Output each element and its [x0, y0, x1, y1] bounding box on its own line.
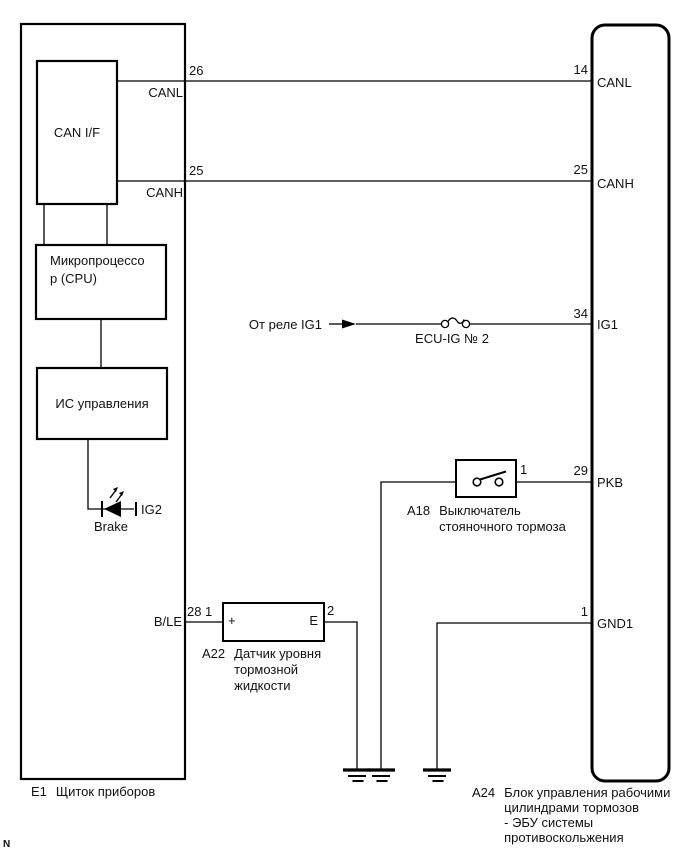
- a24-gnd1-label: GND1: [597, 616, 634, 631]
- e1-instrument-panel-box: [19, 22, 187, 781]
- a18-pin-1: 1: [520, 462, 528, 477]
- can-if-to-cpu-wires: [43, 204, 108, 245]
- a24-pin-1: 1: [580, 604, 588, 619]
- a22-pin-2: 2: [327, 603, 335, 618]
- ground-symbol-switch: [367, 768, 395, 782]
- parking-switch-symbol: [472, 470, 507, 487]
- a22-caption: A22 Датчик уровня тормозной жидкости: [202, 646, 321, 694]
- a24-canh-label: CANH: [597, 176, 634, 191]
- ig1-source-label: От реле IG1: [248, 317, 322, 332]
- e1-canh-label: CANH: [146, 185, 183, 200]
- a22-wire-right: [324, 621, 358, 770]
- a18-caption-line1: Выключатель: [439, 503, 521, 518]
- ic-to-led-wire: [87, 439, 134, 510]
- a24-caption-line3: - ЭБУ системы: [504, 815, 594, 830]
- a22-caption-line1: Датчик уровня: [234, 646, 322, 661]
- a22-caption-line3: жидкости: [234, 678, 291, 693]
- a24-caption-line2: цилиндрами тормозов: [504, 800, 639, 815]
- can-if-label: CAN I/F: [53, 125, 101, 140]
- a22-plus-label: +: [228, 613, 236, 628]
- e1-pin-28: 28: [187, 604, 202, 619]
- brake-led-symbol: [101, 487, 137, 517]
- e1-caption-id: E1: [31, 784, 47, 799]
- a24-caption-line4: противоскольжения: [504, 830, 624, 845]
- ground-symbol-a22: [343, 768, 371, 782]
- ground-symbol-gnd1: [423, 768, 451, 782]
- control-ic-label: ИС управления: [55, 396, 149, 411]
- ig2-label: IG2: [141, 502, 162, 517]
- e1-canl-label: CANL: [148, 85, 183, 100]
- fuse-label: ECU-IG № 2: [415, 331, 489, 346]
- cpu-label-line2: р (CPU): [50, 271, 97, 286]
- e1-pin-25: 25: [189, 163, 204, 178]
- a18-caption-id: A18: [407, 503, 431, 518]
- a24-pin-14: 14: [573, 62, 588, 77]
- cpu-label: Микропроцессо р (CPU): [50, 252, 145, 288]
- flow-arrow: [342, 319, 356, 329]
- a24-caption-line1: Блок управления рабочими: [504, 785, 671, 800]
- a24-pkb-label: PKB: [597, 475, 624, 490]
- a24-caption: A24 Блок управления рабочими цилиндрами …: [472, 785, 670, 845]
- e1-ble-label: B/LE: [153, 614, 182, 629]
- fuse-symbol: [440, 317, 471, 329]
- can-if-box: [35, 59, 119, 206]
- gnd1-wire: [436, 622, 592, 770]
- page-marker-n: N: [3, 839, 11, 850]
- a18-caption-line2: стояночного тормоза: [439, 519, 566, 534]
- e1-caption-name: Щиток приборов: [55, 784, 156, 799]
- a22-pin-1: 1: [205, 604, 213, 619]
- brake-label: Brake: [94, 519, 128, 534]
- a18-switch-box: [455, 459, 517, 498]
- a18-caption: A18 Выключатель стояночного тормоза: [407, 503, 566, 535]
- ig1-feed-wire: [329, 319, 592, 329]
- a24-ecu-box: [590, 23, 671, 783]
- a24-canl-label: CANL: [597, 75, 632, 90]
- control-ic-box: [35, 366, 169, 441]
- a22-e-label: E: [309, 613, 318, 628]
- cpu-label-line1: Микропроцессо: [50, 253, 145, 268]
- pkb-wire-left: [380, 481, 456, 770]
- e1-pin-26: 26: [189, 63, 204, 78]
- a24-pin-34: 34: [573, 306, 588, 321]
- a24-pin-25: 25: [573, 162, 588, 177]
- a22-caption-id: A22: [202, 646, 226, 661]
- a24-caption-id: A24: [472, 785, 496, 800]
- e1-caption: E1 Щиток приборов: [31, 784, 155, 800]
- a22-caption-line2: тормозной: [234, 662, 299, 677]
- a24-pin-29: 29: [573, 463, 588, 478]
- a24-ig1-label: IG1: [597, 317, 618, 332]
